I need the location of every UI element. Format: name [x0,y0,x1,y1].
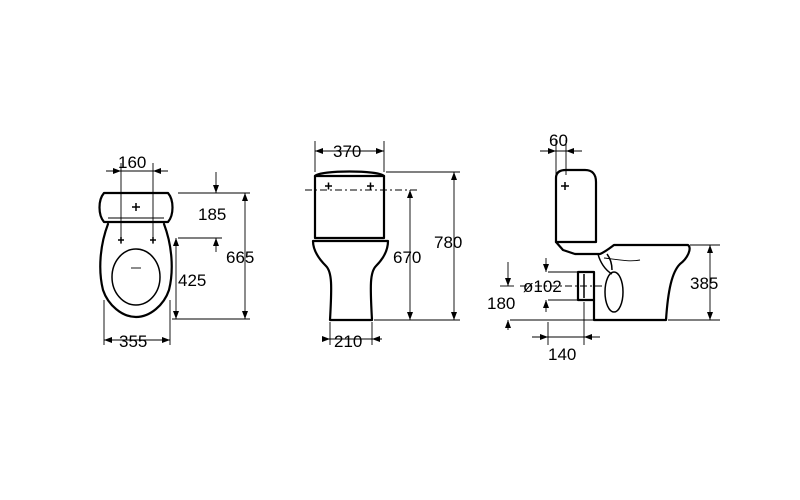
dim-front-fixing-to-top: 185 [198,205,226,224]
dim-side-outlet-depth: 140 [548,345,576,364]
side-cistern-outline [554,168,598,244]
dim-front-base-width: 355 [119,332,147,351]
rear-cistern-outline [313,174,386,240]
dim-rear-cistern-width: 370 [333,142,361,161]
front-bowl-outline [99,222,173,319]
front-fixing-cross [132,203,140,211]
dim-side-outlet-height: 180 [487,294,515,313]
rear-bowl-outline [311,239,390,322]
dim-side-rim-height: 385 [690,274,718,293]
dim-rear-foot-width: 210 [334,332,362,351]
side-outlet [576,270,596,302]
rear-view: 370 670 780 210 [305,141,462,351]
dim-rear-total-height: 780 [434,233,462,252]
dim-side-outlet-diameter: ø102 [523,277,562,296]
dim-rear-bowl-height: 670 [393,248,421,267]
dim-side-wall-offset: 60 [549,131,568,150]
front-view: 160 185 665 425 355 [98,153,254,351]
side-view: 60 ø102 180 140 385 [487,131,720,364]
dim-front-seat-fixing-width: 160 [118,153,146,172]
dim-front-fixing-height: 425 [178,271,206,290]
side-bowl-outline [554,240,691,322]
dim-front-total-height: 665 [226,248,254,267]
front-seat-opening [111,248,161,306]
front-cistern-outline [98,191,174,224]
